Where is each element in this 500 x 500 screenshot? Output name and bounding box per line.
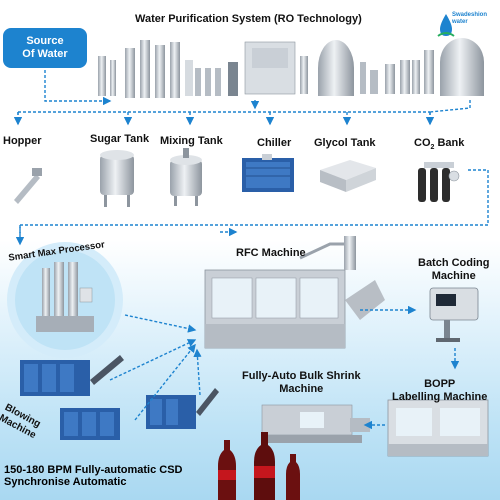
label-sugar-tank: Sugar Tank: [90, 133, 150, 145]
source-line-1: Source: [26, 35, 64, 47]
batch-coding-line-1: Batch Coding: [418, 257, 490, 269]
ro-plant-equipment: [98, 38, 484, 98]
label-batch-coding: Batch Coding Machine: [418, 257, 490, 283]
title-water-purification: Water Purification System (RO Technology…: [135, 13, 362, 25]
bopp-line-1: BOPP: [424, 378, 456, 390]
blowing-machine-equipment: [20, 355, 219, 440]
batch-coding-line-2: Machine: [431, 270, 476, 282]
flow-lines-bottom: [109, 305, 460, 430]
shrink-line-1: Fully-Auto Bulk Shrink: [242, 370, 361, 382]
footer-line-1: 150-180 BPM Fully-automatic CSD: [4, 464, 183, 476]
label-shrink-machine: Fully-Auto Bulk Shrink Machine: [242, 370, 361, 396]
source-line-2: Of Water: [22, 48, 68, 60]
label-glycol-tank: Glycol Tank: [314, 137, 376, 149]
glycol-tank-equipment: [320, 160, 376, 192]
logo-line-1: Swadeshion: [452, 12, 488, 18]
logo-line-2: water: [452, 19, 468, 25]
co2-prefix: CO: [414, 137, 431, 149]
sugar-tank-equipment: [100, 150, 134, 207]
rfc-machine-equipment: [204, 236, 385, 349]
logo-text: Swadeshion water: [452, 12, 492, 26]
batch-coding-equipment: [429, 287, 479, 342]
bopp-labelling-equipment: [387, 399, 489, 457]
chiller-equipment: [242, 154, 294, 192]
label-hopper: Hopper: [3, 135, 42, 147]
shrink-line-2: Machine: [279, 383, 324, 395]
hopper-equipment: [14, 168, 42, 204]
water-drop-logo-icon: [437, 14, 455, 37]
footer-line-2: Synchronise Automatic: [4, 476, 127, 488]
source-of-water-box: Source Of Water: [3, 28, 87, 68]
label-co2-bank: CO2 Bank: [414, 137, 464, 151]
label-bopp-labelling: BOPP Labelling Machine: [392, 378, 487, 404]
smart-max-processor-equipment: [7, 242, 123, 358]
flow-lines-top: [13, 70, 489, 246]
co2-suffix: Bank: [434, 137, 465, 149]
label-chiller: Chiller: [257, 137, 292, 149]
cola-bottles: [218, 432, 300, 500]
bopp-line-2: Labelling Machine: [392, 391, 488, 403]
co2-subscript: 2: [430, 144, 435, 152]
label-rfc-machine: RFC Machine: [236, 247, 306, 259]
label-mixing-tank: Mixing Tank: [160, 135, 223, 147]
co2-bank-equipment: [418, 162, 460, 202]
shrink-machine-equipment: [261, 404, 370, 443]
footer-caption: 150-180 BPM Fully-automatic CSD Synchron…: [4, 464, 183, 488]
mixing-tank-equipment: [170, 148, 202, 206]
